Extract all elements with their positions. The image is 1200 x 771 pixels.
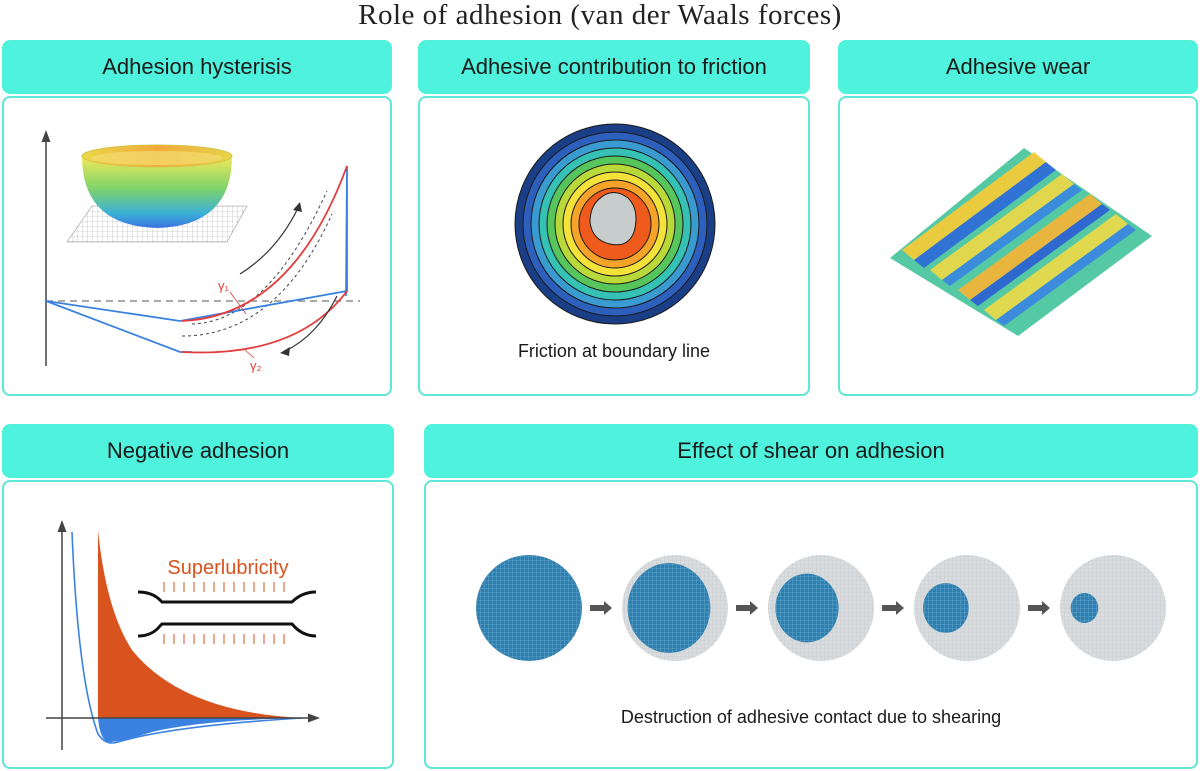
wear-base [890,148,1152,336]
shear-sequence [476,555,1166,661]
stage-arrow [1028,601,1050,615]
dashed-curve-outer [191,190,328,325]
stage-arrow [882,601,904,615]
panel-header-label: Adhesion hysterisis [102,54,292,79]
channel-lower-wall [137,622,317,638]
remaining-contact-area [1070,593,1099,623]
panel-header-label: Negative adhesion [106,438,290,463]
gamma2-label: γ₂ [250,358,262,373]
friction-caption: Friction at boundary line [517,341,711,361]
panel-header-adhesive-wear: Adhesive wear [838,40,1198,94]
panel-adhesion-hysteresis [2,96,392,396]
repulsive-area [98,530,302,718]
gamma1-label: γ₁ [218,278,230,293]
contact-stage [914,555,1020,661]
red-curve-lower [181,290,348,354]
contact-disk [476,555,582,661]
contact-core [589,192,637,246]
repulsion-arrows [163,582,285,644]
panel-header-adhesive-friction: Adhesive contribution to friction [418,40,810,94]
contact-stage [1060,555,1166,661]
panel-header-label: Adhesive wear [945,54,1091,79]
blue-curve-lower [45,300,192,353]
blue-potential-curve [71,531,303,744]
negative-adhesion-diagram: Superlubricity [46,520,320,750]
remaining-contact-area [627,563,711,653]
shear-caption: Destruction of adhesive contact due to s… [620,707,1002,727]
wear-surface [890,148,1152,336]
red-curve-upper [181,165,348,322]
page-title: Role of adhesion (van der Waals forces) [358,0,842,31]
friction-contour-map [514,123,716,325]
panel-header-effect-of-shear: Effect of shear on adhesion [424,424,1198,478]
panel-header-adhesion-hysteresis: Adhesion hysterisis [2,40,392,94]
bowl-body [82,156,232,228]
x-axis-arrow [308,713,320,723]
contact-disk [1060,555,1166,661]
superlubricity-label: Superlubricity [167,557,288,579]
arrow-up [239,207,299,275]
hysteresis-diagram: γ₁ γ₂ [41,130,360,373]
panel-header-negative-adhesion: Negative adhesion [2,424,394,478]
panel-header-label: Adhesive contribution to friction [461,54,767,79]
attractive-area [98,718,302,742]
contact-stage [476,555,582,661]
y-axis-arrow [57,520,67,532]
y-axis-arrow [41,130,51,142]
panel-header-label: Effect of shear on adhesion [677,438,945,463]
remaining-contact-area [923,583,969,633]
arrow-down [284,295,338,352]
stage-arrow [736,601,758,615]
contact-stage [622,555,728,661]
contact-stage [768,555,874,661]
channel-upper-wall [137,590,317,604]
remaining-contact-area [775,573,839,643]
stage-arrow [590,601,612,615]
